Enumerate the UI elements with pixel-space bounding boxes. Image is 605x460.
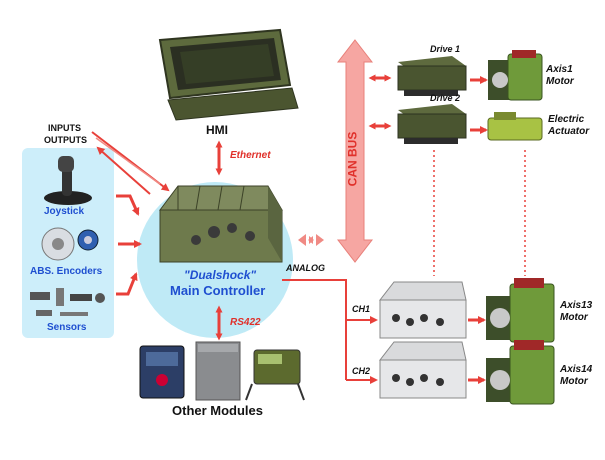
dualshock-label: "Dualshock" xyxy=(184,268,257,282)
encoders-label: ABS. Encoders xyxy=(30,266,103,277)
io-arrow-2 xyxy=(95,137,161,185)
inputs-label: INPUTS xyxy=(48,123,82,133)
outputs-arrow xyxy=(96,146,151,195)
electric-actuator-image xyxy=(487,112,543,141)
axis13-label-line2: Motor xyxy=(560,312,588,323)
sensor-arrow xyxy=(116,272,138,296)
controller-to-bus-arrow xyxy=(298,234,324,246)
hmi-label: HMI xyxy=(206,123,228,137)
ch1-label: CH1 xyxy=(352,304,371,314)
joystick-arrow xyxy=(116,194,140,216)
other-modules-label: Other Modules xyxy=(172,403,264,418)
outputs-label: OUTPUTS xyxy=(44,135,88,145)
drive2-image xyxy=(397,104,467,144)
axis1-label-line2: Motor xyxy=(546,76,574,87)
rs422-label: RS422 xyxy=(230,317,261,328)
analog-line xyxy=(282,279,347,380)
ch1-drive-image xyxy=(378,281,467,339)
axis1-label-line1: Axis1 xyxy=(546,64,573,75)
drive1-image xyxy=(397,56,467,96)
ch2-drive-image xyxy=(378,341,467,399)
axis13-label-line1: Axis13 xyxy=(560,300,593,311)
main-controller-label: Main Controller xyxy=(170,283,266,298)
drive2-label: Drive 2 xyxy=(430,93,461,103)
can-bus-arrow xyxy=(336,39,374,263)
ch2-label: CH2 xyxy=(352,366,371,376)
electric-actuator-label-line1: Electric xyxy=(548,114,585,125)
joystick-image xyxy=(44,156,92,205)
hmi-laptop-image xyxy=(158,28,299,121)
electric-actuator-label-line2: Actuator xyxy=(548,126,590,137)
axis14-motor-image xyxy=(486,340,555,405)
other-modules-image xyxy=(139,341,305,401)
axis14-label-line1: Axis14 xyxy=(560,364,593,375)
encoders-image xyxy=(41,227,99,261)
sensors-image xyxy=(30,288,105,316)
axis13-motor-image xyxy=(486,278,555,343)
joystick-label: Joystick xyxy=(44,206,85,217)
axis14-label-line2: Motor xyxy=(560,376,588,387)
analog-label: ANALOG xyxy=(286,263,325,273)
drive1-label: Drive 1 xyxy=(430,44,461,54)
can-bus-label: CAN BUS xyxy=(345,131,360,187)
axis1-motor-image xyxy=(488,50,543,101)
main-controller-image xyxy=(159,185,283,263)
sensors-label: Sensors xyxy=(47,322,87,333)
ethernet-label: Ethernet xyxy=(230,150,271,161)
